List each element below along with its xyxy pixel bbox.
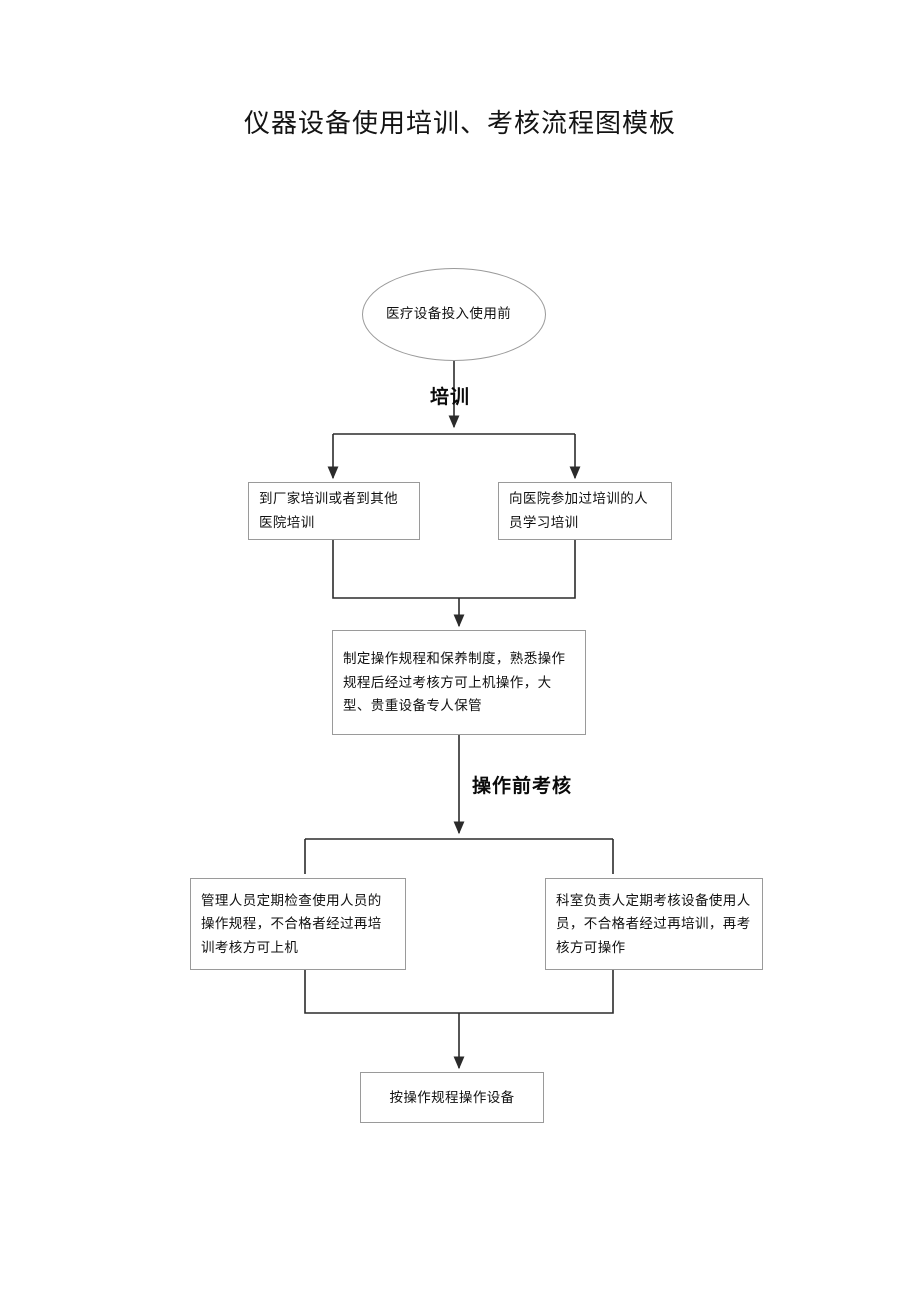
flow-node-rules[interactable]: 制定操作规程和保养制度，熟悉操作规程后经过考核方可上机操作，大型、贵重设备专人保… <box>332 630 586 735</box>
stage-label-pre-operation-assessment: 操作前考核 <box>472 776 573 797</box>
flow-node-check-left[interactable]: 管理人员定期检查使用人员的操作规程，不合格者经过再培训考核方可上机 <box>190 878 406 970</box>
flow-node-check-left-label: 管理人员定期检查使用人员的操作规程，不合格者经过再培训考核方可上机 <box>201 892 382 955</box>
flow-node-final-label: 按操作规程操作设备 <box>389 1089 515 1105</box>
page-title: 仪器设备使用培训、考核流程图模板 <box>243 108 676 138</box>
flow-node-train-right[interactable]: 向医院参加过培训的人员学习培训 <box>498 482 672 540</box>
edge-check-right-down <box>459 970 614 1014</box>
flow-node-rules-label: 制定操作规程和保养制度，熟悉操作规程后经过考核方可上机操作，大型、贵重设备专人保… <box>343 651 566 714</box>
flow-node-train-right-label: 向医院参加过培训的人员学习培训 <box>509 491 648 530</box>
stage-label-training: 培训 <box>430 387 471 408</box>
edge-check-left-down <box>304 970 459 1014</box>
flow-node-start[interactable]: 医疗设备投入使用前 <box>362 268 546 361</box>
edge-train-right-down <box>459 540 576 599</box>
flow-node-check-right[interactable]: 科室负责人定期考核设备使用人员，不合格者经过再培训，再考核方可操作 <box>545 878 763 970</box>
edge-train-left-down <box>332 540 459 599</box>
flow-node-final[interactable]: 按操作规程操作设备 <box>360 1072 544 1123</box>
flow-node-check-right-label: 科室负责人定期考核设备使用人员，不合格者经过再培训，再考核方可操作 <box>556 892 751 955</box>
flow-node-train-left[interactable]: 到厂家培训或者到其他医院培训 <box>248 482 420 540</box>
flow-node-start-label: 医疗设备投入使用前 <box>386 306 512 322</box>
flow-node-train-left-label: 到厂家培训或者到其他医院培训 <box>259 491 398 530</box>
